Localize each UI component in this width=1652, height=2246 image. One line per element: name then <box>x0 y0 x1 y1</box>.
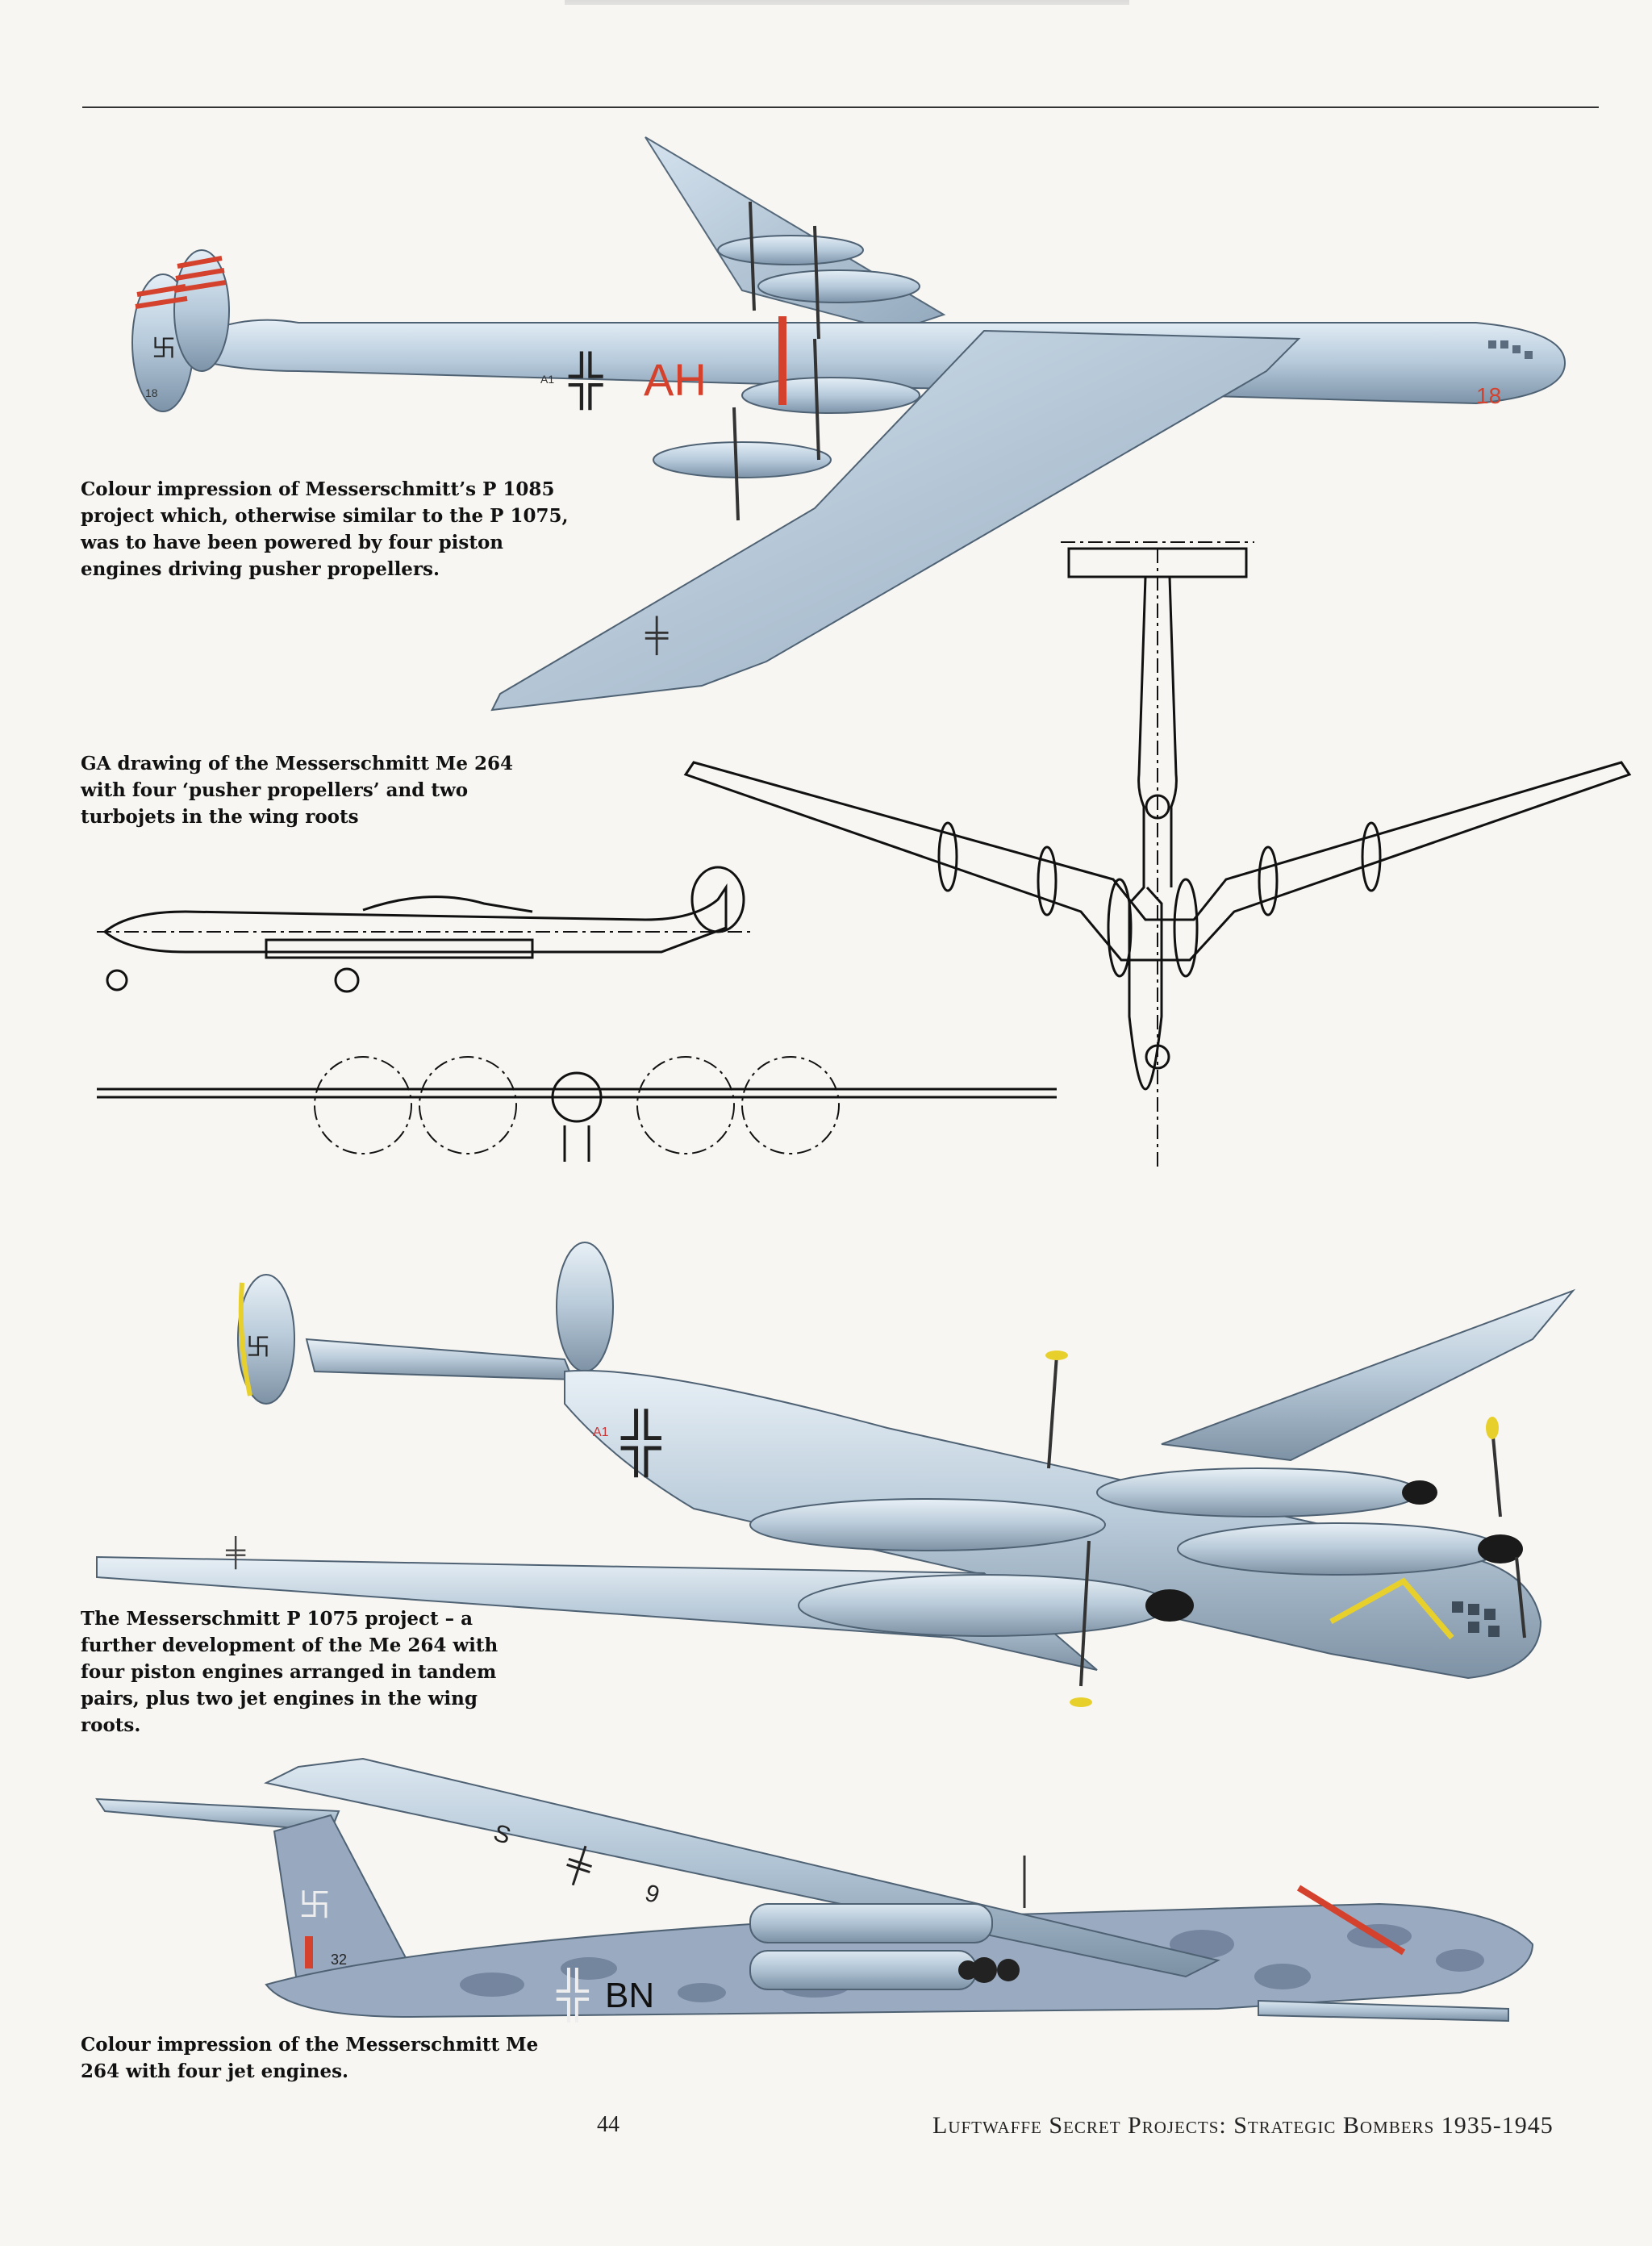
me264-swastika-fin: 卐 <box>298 1888 331 1923</box>
caption-p1085: Colour impression of Messerschmitt’s P 1… <box>81 478 569 580</box>
p1085-swastika-fin: 卐 <box>152 336 176 362</box>
p1085-balkenkreuz: ╬ <box>568 351 604 411</box>
me264-fin-marking <box>305 1936 313 1968</box>
page-number: 44 <box>597 2112 620 2137</box>
p1085-nose-number: 18 <box>1476 383 1501 408</box>
cropped-header-text <box>565 0 1129 5</box>
caption-ga-drawing: GA drawing of the Messerschmitt Me 264 w… <box>81 753 514 828</box>
header-rule <box>82 106 1599 108</box>
p1075-swastika-fin: 卐 <box>246 1334 270 1361</box>
p1085-code-letters: AH <box>644 354 707 405</box>
p1075-a1-marking: A1 <box>593 1426 609 1439</box>
me264-balkenkreuz: ╬ <box>556 1968 590 2023</box>
me264-wing-letter-6: 6 <box>642 1878 663 1908</box>
caption-p1075: The Messerschmitt P 1075 project – a fur… <box>81 1608 499 1736</box>
p1085-fuselage-band <box>778 316 786 405</box>
me264-fin-number: 32 <box>331 1952 347 1968</box>
p1085-wing-cross: ╪ <box>645 616 669 656</box>
p1075-balkenkreuz: ╬ <box>620 1409 661 1477</box>
p1085-a1-marking: A1 <box>540 373 554 386</box>
p1085-illustration: 18 卐 A1 ╬ AH 18 ╪ <box>131 136 1566 712</box>
p1075-illustration: 卐 A1 ╬ ╪ <box>96 1242 1576 1707</box>
p1085-fin-number: 18 <box>145 386 158 399</box>
me264-jet-illustration: 卐 32 S ╪ 6 ╬ BN <box>95 1757 1534 2023</box>
me264-wing-cross: ╪ <box>561 1842 598 1889</box>
me264-code-letters: BN <box>605 1976 654 2015</box>
caption-me264-jet: Colour impression of the Messerschmitt M… <box>81 2034 539 2082</box>
p1075-wing-cross: ╪ <box>225 1536 246 1570</box>
ga-drawing-illustration <box>97 541 1632 1170</box>
running-title: Luftwaffe Secret Projects: Strategic Bom… <box>932 2112 1554 2139</box>
